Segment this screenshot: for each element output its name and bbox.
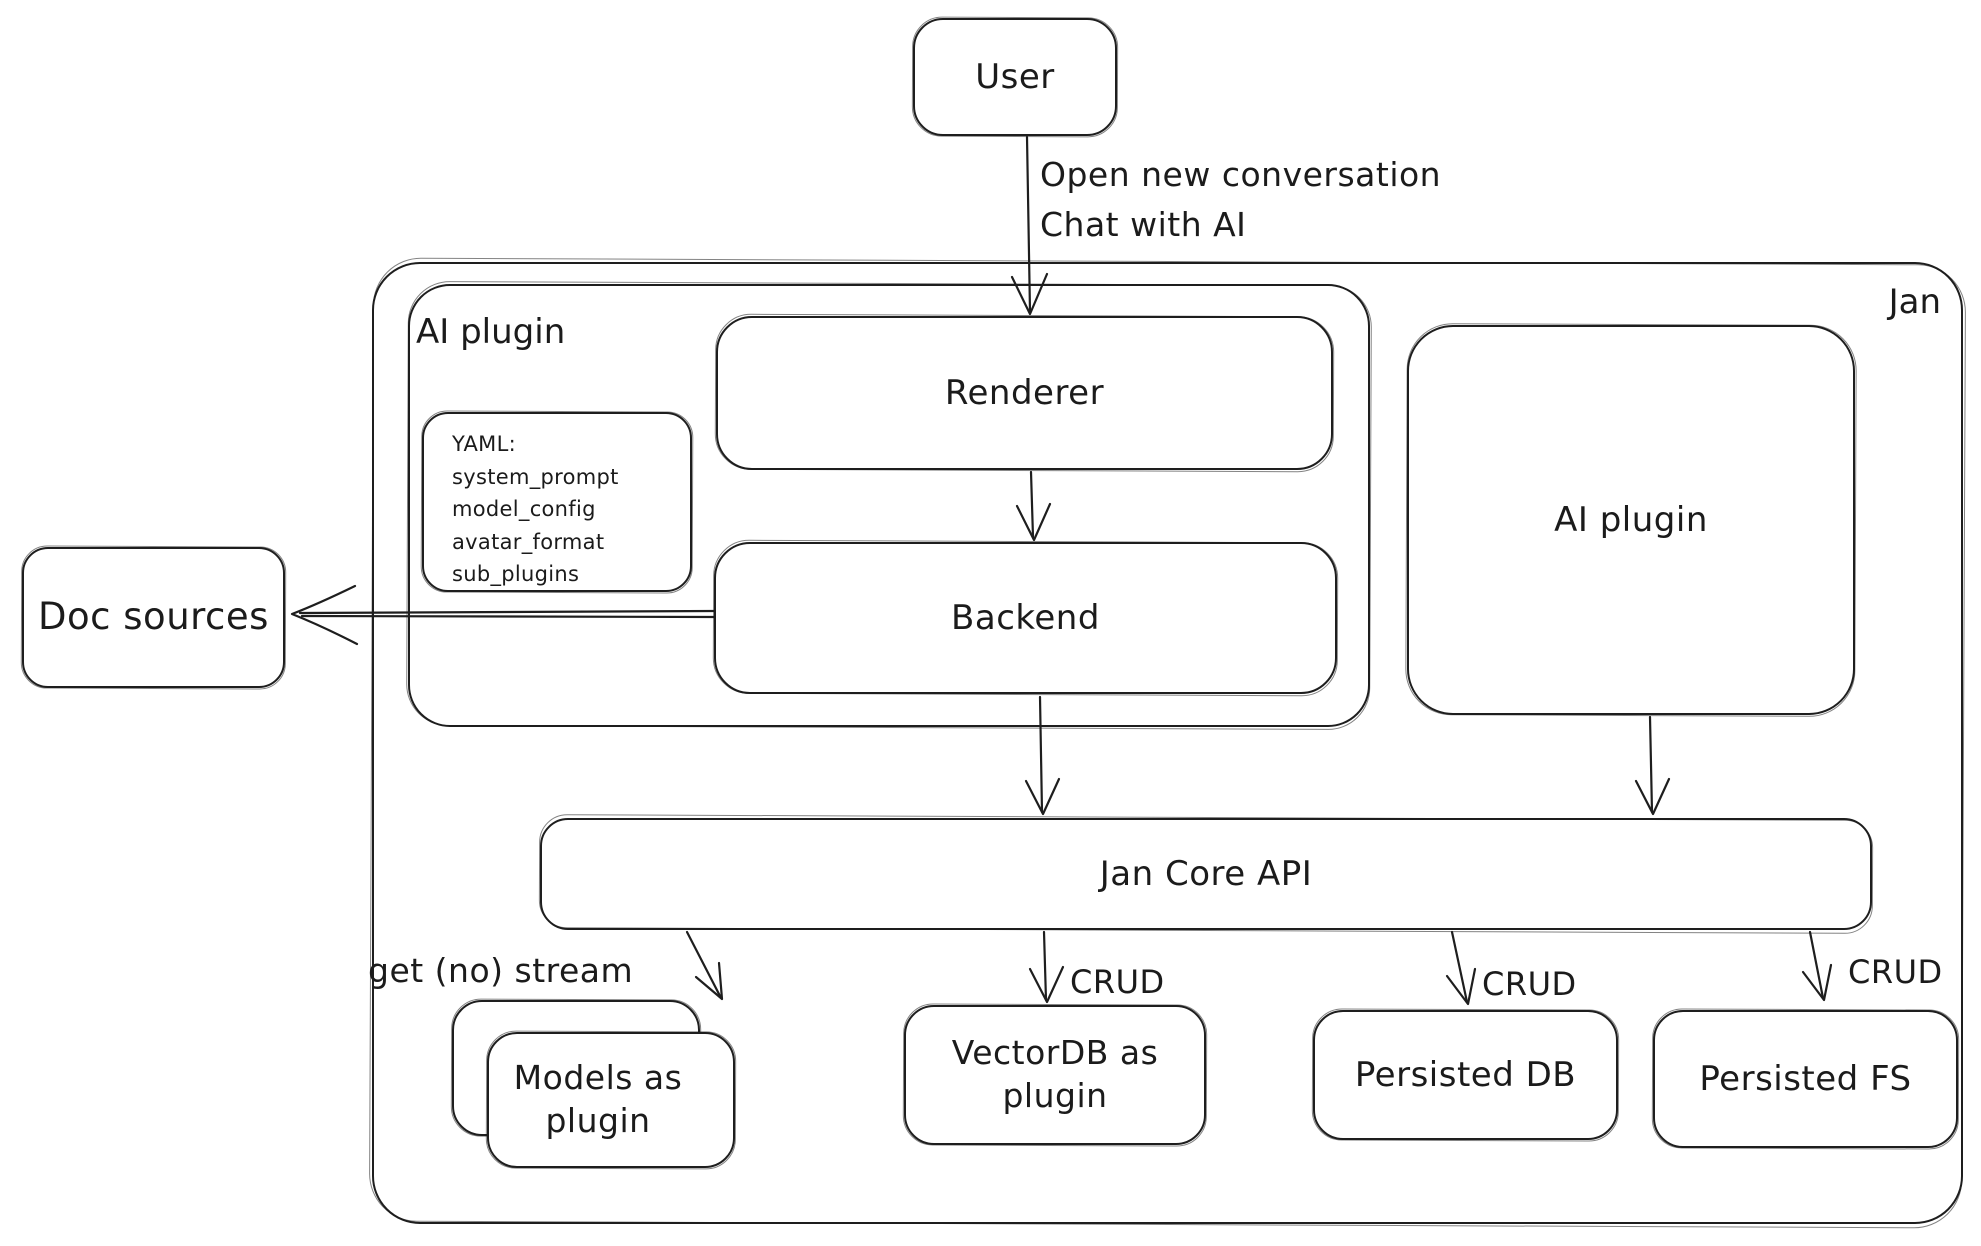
models-as-plugin-inner-box	[487, 1032, 735, 1168]
jan-container-box: Jan	[372, 262, 1963, 1224]
jan-core-api-node-label: Jan Core API	[1099, 853, 1313, 894]
backend-node: Backend	[714, 542, 1337, 694]
edge-label-crud-persisted-fs: CRUD	[1848, 953, 1943, 991]
yaml-note-line: model_config	[452, 497, 596, 522]
jan-container-label: Jan	[1888, 282, 1941, 322]
yaml-note-line: system_prompt	[452, 464, 619, 489]
edge-label-crud-vectordb: CRUD	[1070, 963, 1165, 1001]
doc-sources-node: Doc sources	[22, 547, 285, 688]
yaml-note-title: YAML:	[452, 432, 516, 456]
persisted-fs-label: Persisted FS	[1699, 1058, 1912, 1099]
doc-sources-node-label: Doc sources	[38, 595, 269, 639]
edge-label-get-no-stream: get (no) stream	[368, 951, 634, 990]
user-node-label: User	[975, 56, 1055, 97]
ai-plugin-right-node-label: AI plugin	[1554, 499, 1708, 540]
models-as-plugin-label-wrap: Models as plugin	[466, 1040, 730, 1160]
backend-node-label: Backend	[951, 597, 1100, 638]
yaml-note-line: sub_plugins	[452, 562, 580, 587]
user-node: User	[913, 18, 1117, 136]
edge-label-open-conversation: Open new conversation	[1040, 155, 1442, 194]
models-as-plugin-label: Models as plugin	[513, 1058, 683, 1140]
persisted-db-node: Persisted DB	[1313, 1010, 1618, 1140]
jan-core-api-node: Jan Core API	[540, 818, 1872, 930]
vectordb-as-plugin-label: VectorDB as plugin	[951, 1033, 1159, 1115]
ai-plugin-container-label: AI plugin	[416, 312, 566, 352]
renderer-node: Renderer	[716, 316, 1333, 470]
yaml-note-box: YAML: system_prompt model_config avatar_…	[422, 412, 692, 592]
persisted-db-label: Persisted DB	[1354, 1054, 1577, 1095]
renderer-node-label: Renderer	[944, 372, 1105, 413]
ai-plugin-container-box: AI plugin	[408, 284, 1370, 727]
persisted-fs-node: Persisted FS	[1653, 1010, 1958, 1148]
edge-label-crud-persisted-db: CRUD	[1482, 965, 1577, 1003]
edge-label-chat-with-ai: Chat with AI	[1040, 204, 1247, 244]
edge-label-user-arrow: Open new conversation Chat with AI	[1040, 150, 1441, 249]
ai-plugin-right-node: AI plugin	[1407, 325, 1855, 715]
yaml-note-line: avatar_format	[452, 529, 605, 554]
vectordb-as-plugin-node: VectorDB as plugin	[904, 1005, 1206, 1145]
